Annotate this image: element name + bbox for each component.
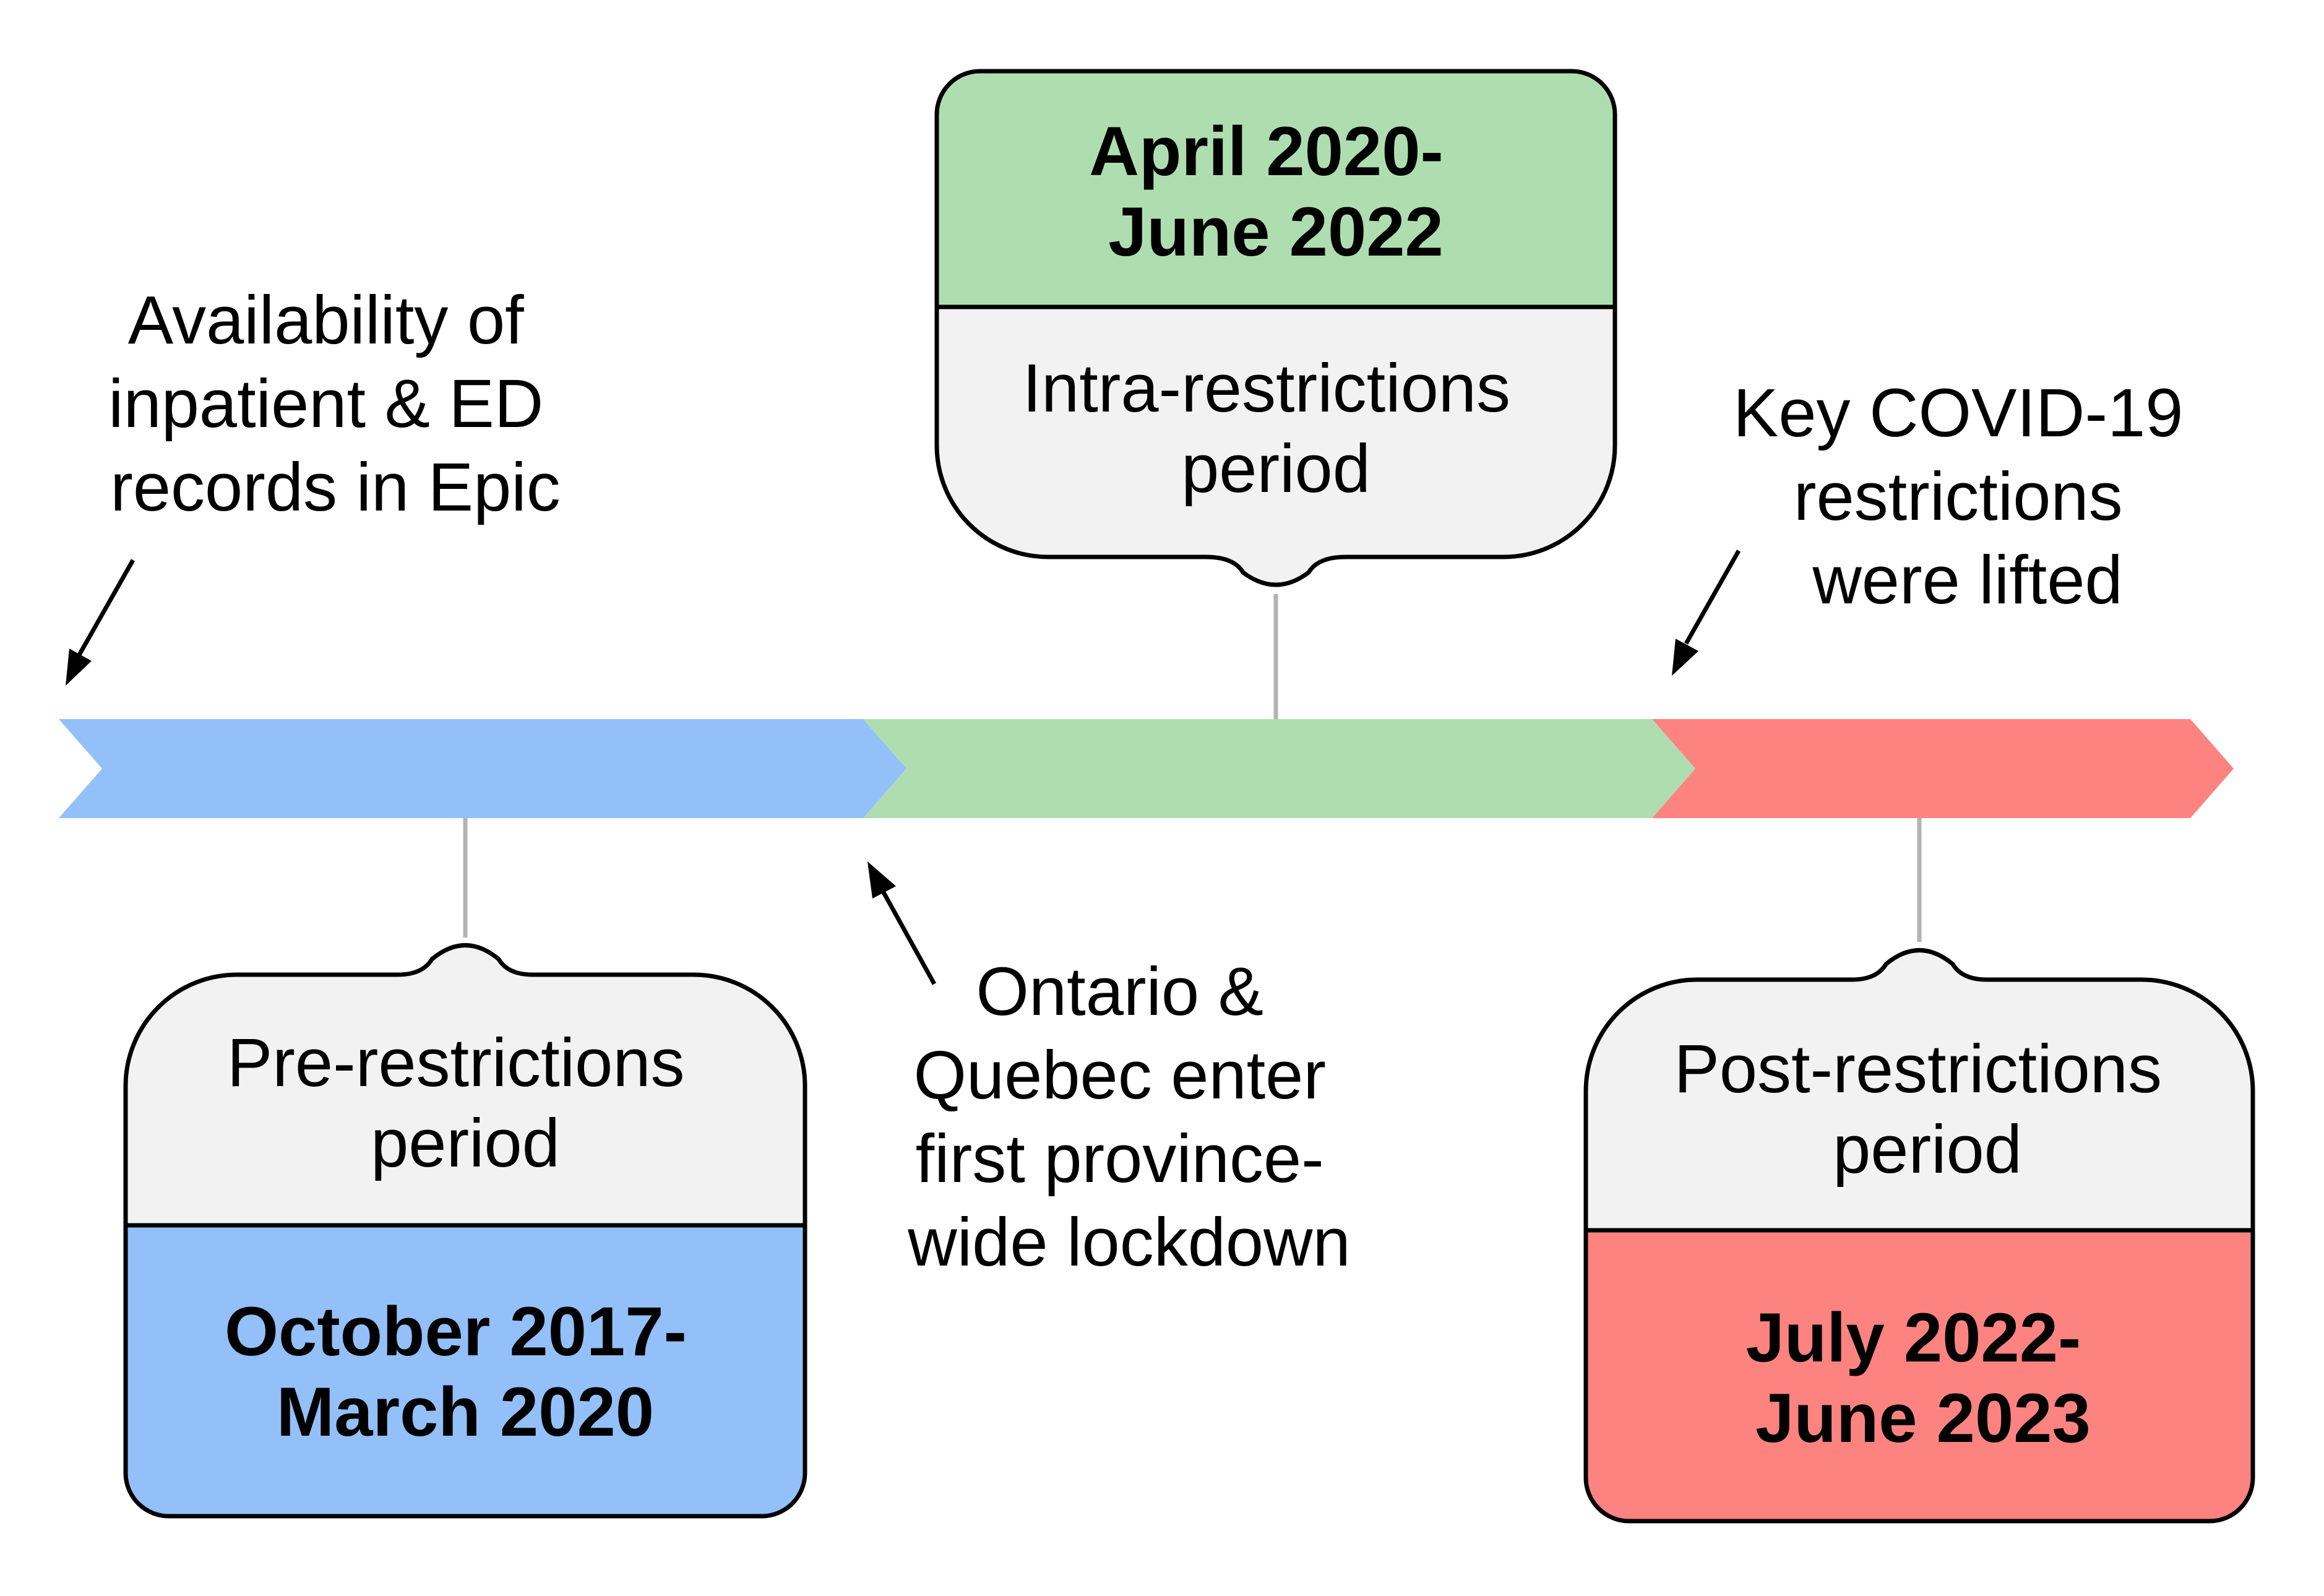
timeline-segment-post <box>1652 719 2234 818</box>
pre-description-line-1: Pre-restrictions <box>227 1025 685 1101</box>
event-epic-arrow <box>76 559 136 657</box>
intra-dates-line-2: June 2022 <box>1108 193 1444 270</box>
svg-text:Pre-restrictions period: Pre-restrictions period <box>227 1025 704 1181</box>
svg-text:Intra-restrictions perio: Intra-restrictions period <box>1022 350 1529 507</box>
timeline-segment-pre <box>59 719 906 818</box>
svg-text:Post-restrictions period: Post-restrictions period <box>1674 1031 2180 1188</box>
pre-dates-line-2: March 2020 <box>277 1373 654 1451</box>
callout-intra-body <box>937 307 1615 585</box>
callout-post-outline <box>1583 948 2255 1524</box>
intra-description-line-1: Intra-restrictions <box>1022 350 1510 426</box>
post-description-line-2: period <box>1833 1111 2022 1188</box>
event-epic: Availability of inpatient & ED records i… <box>66 282 562 686</box>
post-description-line-1: Post-restrictions <box>1674 1031 2162 1107</box>
event-lockdown-line-4: wide lockdown <box>907 1204 1350 1280</box>
pre-description-line-2: period <box>371 1105 560 1181</box>
post-dates-line-2: June 2023 <box>1755 1379 2091 1457</box>
event-lockdown-line-3: first province- <box>916 1121 1324 1197</box>
callout-pre: Pre-restrictions period October 2017- Ma… <box>123 943 807 1519</box>
callout-post-body <box>1586 1230 2253 1521</box>
callout-post: Post-restrictions period July 2022- June… <box>1583 948 2255 1524</box>
event-lifted-arrow <box>1684 550 1741 645</box>
svg-text:April 2020- June 2022: April 2020- June 2022 <box>1089 113 1463 270</box>
event-lockdown-line-1: Ontario & <box>976 954 1263 1030</box>
callout-intra-header <box>937 71 1615 307</box>
svg-text:July 2022- June 2023: July 2022- June 2023 <box>1746 1299 2101 1457</box>
event-epic-arrowhead <box>66 649 92 686</box>
svg-text:October 2017- March 2020: October 2017- March 2020 <box>225 1293 706 1451</box>
event-lifted-line-1b: restrictions <box>1794 459 2123 535</box>
svg-text:Availability of inpatien: Availability of inpatient & ED records i… <box>108 282 562 525</box>
event-epic-line-2: inpatient & ED <box>108 366 543 442</box>
svg-text:Key COVID-19 restriction: Key COVID-19 restrictions were lifted <box>1733 375 2202 618</box>
event-lifted-line-3: were lifted <box>1812 542 2122 618</box>
event-lockdown-arrowhead <box>867 861 896 899</box>
pre-dates-line-1: October 2017- <box>225 1293 687 1370</box>
event-epic-line-1: Availability of <box>128 282 524 358</box>
event-epic-line-3: records in Epic <box>110 449 561 525</box>
intra-description-line-2: period <box>1181 431 1371 507</box>
event-lifted-arrowhead <box>1672 639 1698 676</box>
event-lockdown: Ontario & Quebec enter first province- w… <box>867 861 1351 1280</box>
intra-dates-line-1: April 2020- <box>1089 113 1444 190</box>
callout-pre-body <box>126 1225 805 1516</box>
callout-intra-outline <box>934 69 1617 587</box>
callout-post-header <box>1586 950 2253 1230</box>
svg-text:Ontario & Quebec enter: Ontario & Quebec enter first province- w… <box>907 954 1350 1280</box>
callout-pre-header <box>126 945 805 1225</box>
event-lockdown-line-2: Quebec enter <box>913 1037 1326 1113</box>
callout-pre-outline <box>123 943 807 1519</box>
callout-intra: April 2020- June 2022 Intra-restrictions… <box>934 69 1617 587</box>
event-lifted-line-1: Key COVID-19 <box>1733 375 2183 451</box>
event-lockdown-arrow <box>881 891 937 985</box>
post-dates-line-1: July 2022- <box>1746 1299 2081 1376</box>
event-lifted: Key COVID-19 restrictions were lifted <box>1672 375 2202 676</box>
timeline-segment-intra <box>863 719 1695 818</box>
